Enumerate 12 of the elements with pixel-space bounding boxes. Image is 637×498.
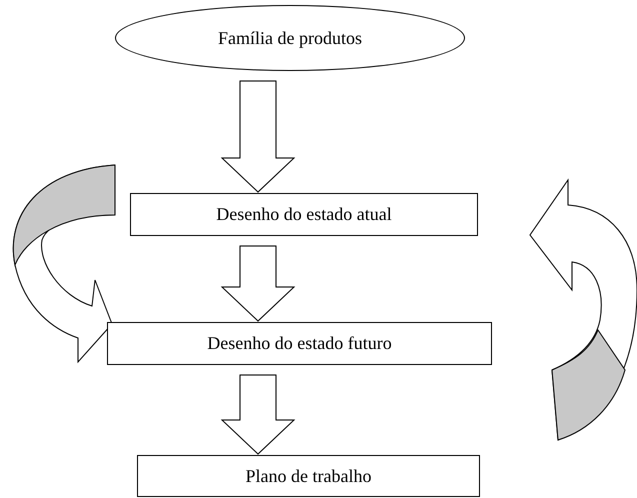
node-label: Plano de trabalho: [246, 466, 372, 486]
process-box: [130, 193, 478, 236]
process-box: [107, 322, 492, 365]
node-label: Família de produtos: [218, 28, 362, 48]
node-label: Desenho do estado atual: [216, 204, 392, 225]
block-arrow: [220, 374, 296, 455]
node-label: Desenho do estado futuro: [207, 333, 392, 354]
block-arrow: [220, 80, 296, 193]
curved-arrow: [530, 180, 637, 440]
curved-arrow: [12, 164, 116, 362]
process-box: [137, 455, 480, 497]
block-arrow: [220, 246, 296, 322]
